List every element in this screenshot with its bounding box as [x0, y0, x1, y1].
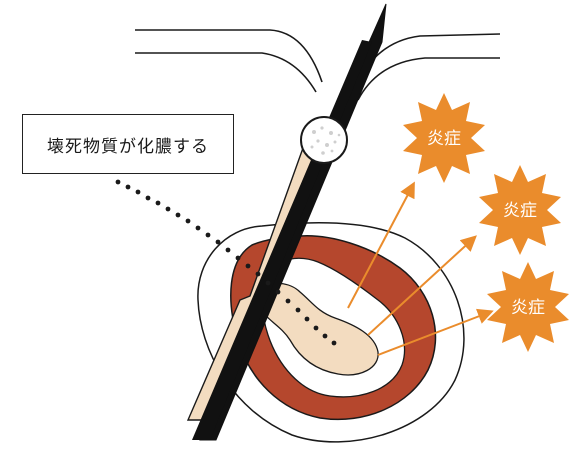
burst-label-1: 炎症	[427, 129, 461, 149]
burst-label-3: 炎症	[511, 298, 545, 318]
inflammation-burst-3: 炎症	[487, 262, 569, 352]
skin-surface-lines	[135, 30, 500, 100]
inflammation-burst-2: 炎症	[479, 165, 561, 255]
callout-box: 壊死物質が化膿する	[22, 114, 234, 174]
callout-text: 壊死物質が化膿する	[47, 132, 209, 157]
keratin-plug	[301, 117, 347, 163]
burst-label-2: 炎症	[503, 201, 537, 221]
inflammation-burst-1: 炎症	[403, 93, 485, 183]
